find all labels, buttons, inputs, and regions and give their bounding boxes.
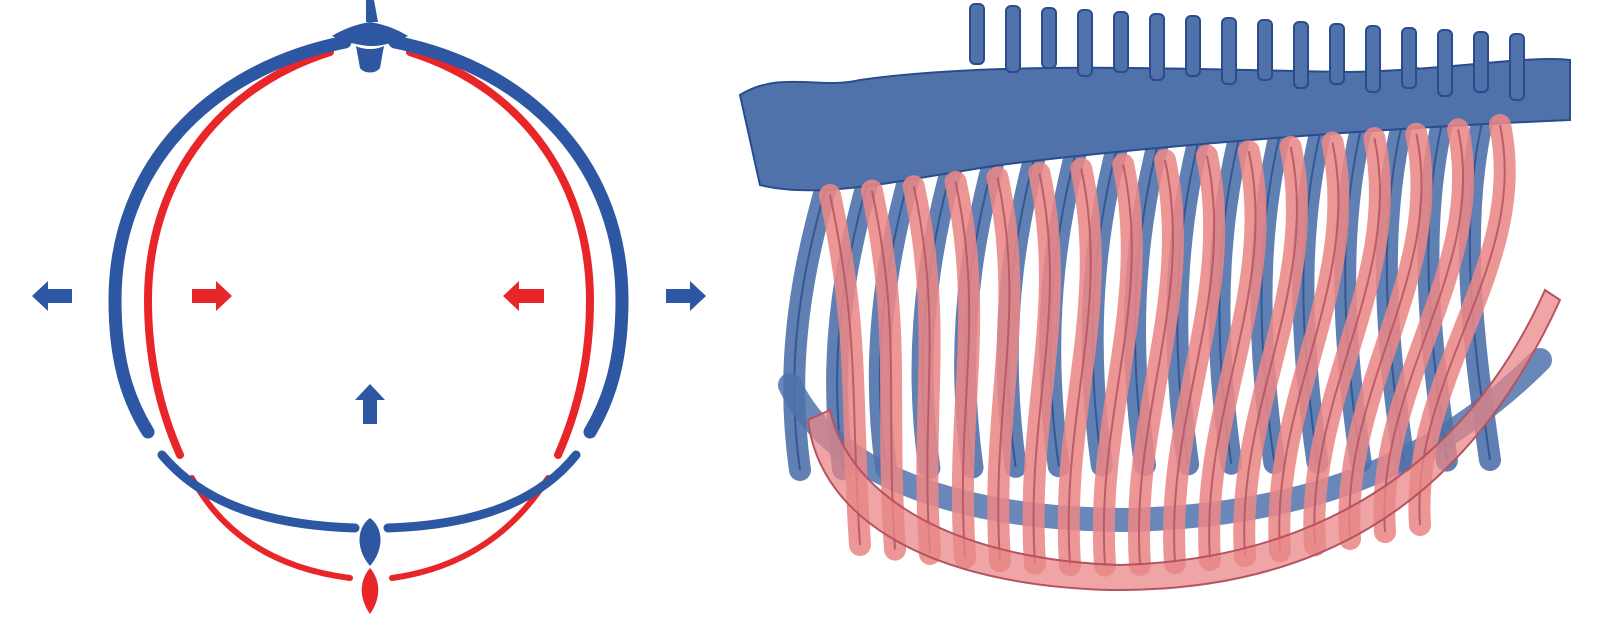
vertebra-spine-process [970,4,984,64]
vertebra-spine-process [1510,34,1524,100]
vertebra-spine-process [1474,32,1488,92]
vertebra-spine-process [1006,6,1020,72]
vertebra-spine-process [1150,14,1164,80]
vertebra-spine-process [1042,8,1056,68]
vertebra-spine-process [1330,24,1344,84]
red-rib [1069,169,1091,565]
vertebra-spine-process [1258,20,1272,80]
vertebra-spine-process [1186,16,1200,76]
vertebra-spine-process [1078,10,1092,76]
vertebra-spine-process [1366,26,1380,92]
vertebra-spine-process [1294,22,1308,88]
vertebra-spine-process [1114,12,1128,72]
vertebra-spine-process [1438,30,1452,96]
vertebra-spine-process [1222,18,1236,84]
vertebra-spine-process [1402,28,1416,88]
red-rib [998,178,1010,562]
